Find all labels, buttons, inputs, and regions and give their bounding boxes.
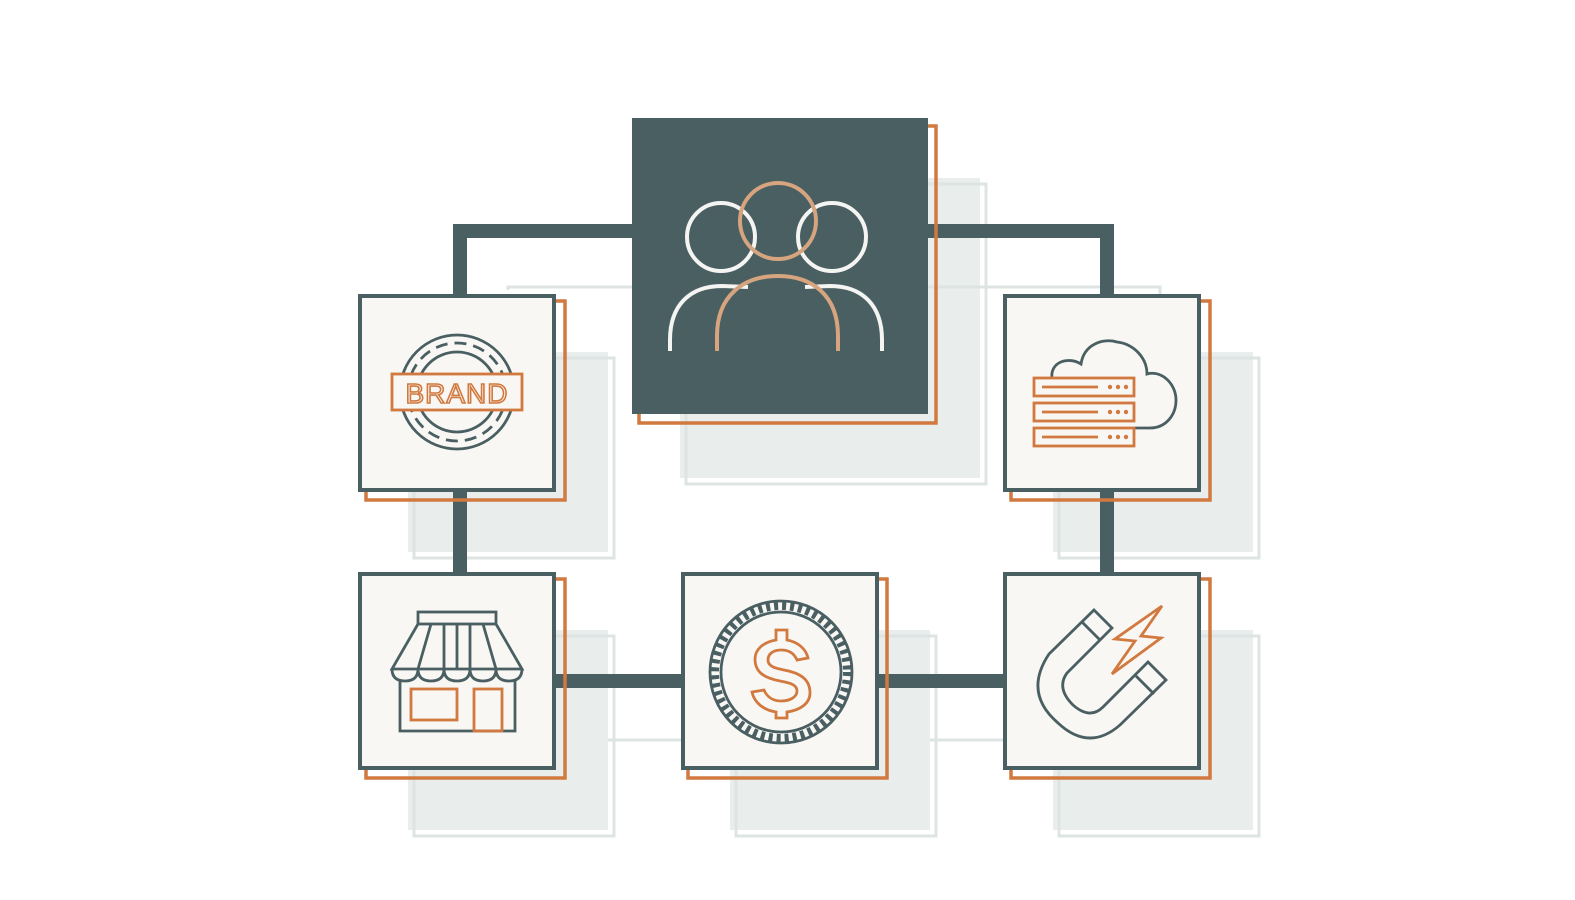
cloud-tile: [1003, 294, 1212, 502]
brand-badge-icon: BRAND: [390, 333, 524, 451]
connectors: [453, 224, 1114, 688]
storefront-icon: [389, 610, 525, 733]
magnet-tile: [1003, 572, 1212, 780]
brand-label: BRAND: [405, 378, 508, 409]
brand-tile: BRAND: [358, 294, 567, 502]
magnet-icon: [1036, 604, 1168, 740]
connector-hub-cloud: [928, 224, 1114, 300]
cloud-server-icon: [1032, 339, 1178, 448]
hub-tile: [632, 118, 938, 425]
money-tile: [681, 572, 889, 780]
store-tile: [358, 572, 567, 780]
users-group-icon: [668, 181, 884, 351]
dollar-coin-icon: [708, 599, 854, 745]
connector-hub-brand: [453, 224, 640, 300]
